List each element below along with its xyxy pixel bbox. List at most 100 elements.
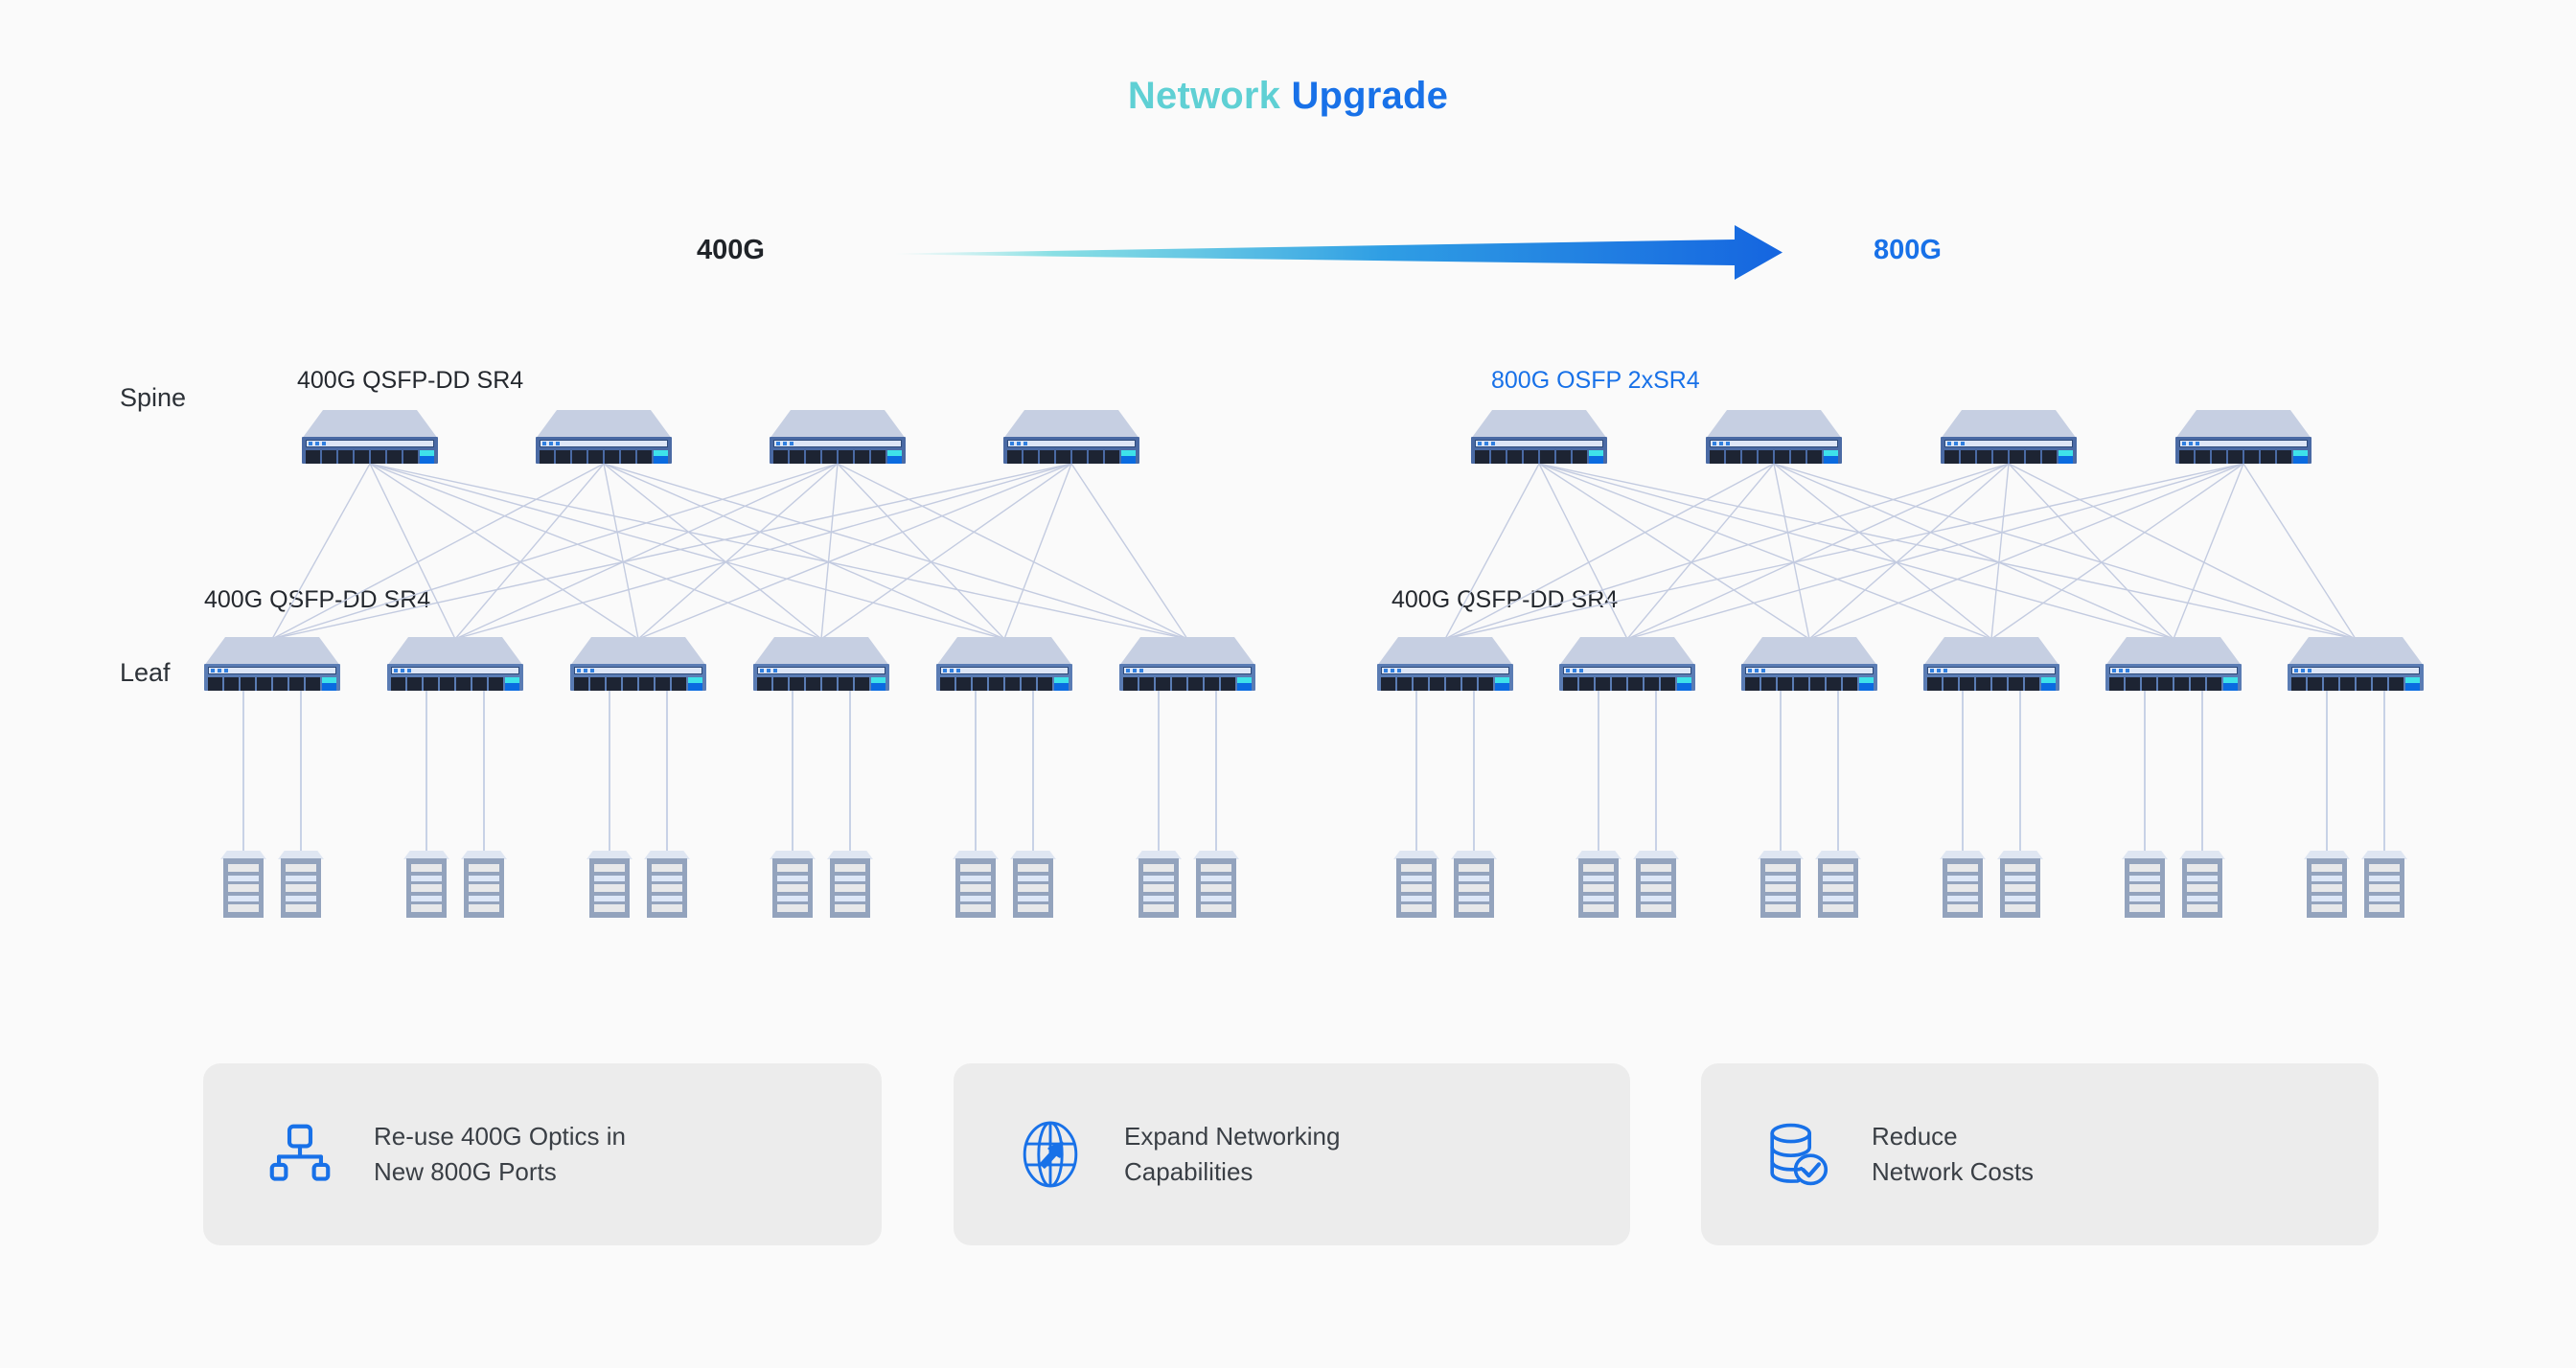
rack-unit xyxy=(835,895,865,901)
server-rack[interactable] xyxy=(2361,851,2407,918)
server-rack[interactable] xyxy=(278,851,324,918)
rack-unit xyxy=(777,904,808,912)
benefit-card-expand-networking[interactable]: Expand Networking Capabilities xyxy=(954,1063,1630,1245)
switch-led-indicators xyxy=(1566,669,1583,673)
server-rack[interactable] xyxy=(461,851,507,918)
rack-unit xyxy=(1143,895,1174,901)
server-rack[interactable] xyxy=(770,851,816,918)
server-rack[interactable] xyxy=(1010,851,1056,918)
switch-port-row-lower xyxy=(1007,456,1136,464)
server-rack[interactable] xyxy=(220,851,266,918)
server-rack[interactable] xyxy=(1758,851,1804,918)
switch-led-indicators xyxy=(760,669,777,673)
leaf-switch[interactable] xyxy=(1559,637,1695,691)
spine-switch[interactable] xyxy=(536,410,672,464)
fabric-link xyxy=(1538,463,2174,640)
server-rack[interactable] xyxy=(1997,851,2043,918)
spine-switch[interactable] xyxy=(302,410,438,464)
rack-unit xyxy=(1459,895,1489,901)
server-rack[interactable] xyxy=(403,851,449,918)
server-rack[interactable] xyxy=(1815,851,1861,918)
switch-led-indicators xyxy=(1713,442,1730,445)
rack-unit xyxy=(1641,884,1671,892)
rack-top-cap xyxy=(1193,851,1239,859)
spine-switch[interactable] xyxy=(1471,410,1607,464)
server-rack[interactable] xyxy=(2304,851,2350,918)
switch-port-row-lower xyxy=(2109,683,2238,691)
leaf-switch[interactable] xyxy=(1923,637,2059,691)
spine-switch[interactable] xyxy=(1706,410,1842,464)
benefit-card-reduce-costs[interactable]: Reduce Network Costs xyxy=(1701,1063,2379,1245)
switch-port-row xyxy=(208,677,336,688)
rack-unit xyxy=(777,884,808,892)
server-rack[interactable] xyxy=(827,851,873,918)
switch-top-face xyxy=(2105,637,2242,666)
leaf-switch[interactable] xyxy=(570,637,706,691)
spine-switch[interactable] xyxy=(1003,410,1139,464)
leaf-switch[interactable] xyxy=(2288,637,2424,691)
leaf-switch[interactable] xyxy=(1741,637,1877,691)
switch-port-row-lower xyxy=(1944,456,2073,464)
leaf-switch[interactable] xyxy=(1377,637,1513,691)
left-leaf-optic-label: 400G QSFP-DD SR4 xyxy=(204,586,431,613)
spine-switch[interactable] xyxy=(770,410,906,464)
rack-unit xyxy=(228,884,259,892)
rack-unit xyxy=(1765,884,1796,892)
server-rack[interactable] xyxy=(953,851,999,918)
rack-unit xyxy=(2369,864,2400,872)
benefit-card-reuse-optics[interactable]: Re-use 400G Optics in New 800G Ports xyxy=(203,1063,882,1245)
rack-unit xyxy=(2005,864,2036,872)
switch-top-face xyxy=(1923,637,2059,666)
switch-top-face xyxy=(1003,410,1139,439)
rack-body xyxy=(1943,858,1983,918)
fabric-link xyxy=(820,463,839,640)
rack-unit xyxy=(2005,875,2036,881)
rack-top-cap xyxy=(1451,851,1497,859)
server-rack[interactable] xyxy=(1940,851,1986,918)
rack-unit xyxy=(1765,864,1796,872)
rack-unit xyxy=(2005,904,2036,912)
rack-unit xyxy=(1018,884,1048,892)
switch-port-row xyxy=(2179,450,2308,461)
rack-unit xyxy=(2312,884,2342,892)
rack-unit xyxy=(469,884,499,892)
server-rack[interactable] xyxy=(2122,851,2168,918)
switch-led-indicators xyxy=(943,669,960,673)
rack-unit xyxy=(652,884,682,892)
leaf-switch[interactable] xyxy=(2105,637,2242,691)
server-rack[interactable] xyxy=(1136,851,1182,918)
leaf-switch[interactable] xyxy=(1119,637,1255,691)
rack-top-cap xyxy=(1136,851,1182,859)
rack-top-cap xyxy=(1997,851,2043,859)
server-rack[interactable] xyxy=(2179,851,2225,918)
server-rack[interactable] xyxy=(1576,851,1622,918)
switch-port-row xyxy=(1007,450,1136,461)
server-rack[interactable] xyxy=(644,851,690,918)
server-rack[interactable] xyxy=(1633,851,1679,918)
rack-unit xyxy=(286,884,316,892)
switch-status-bar xyxy=(1007,440,1136,447)
leaf-switch[interactable] xyxy=(204,637,340,691)
server-rack[interactable] xyxy=(1193,851,1239,918)
rack-unit xyxy=(1823,875,1853,881)
switch-port-row xyxy=(1944,450,2073,461)
rack-unit xyxy=(1201,864,1231,872)
switch-port-row-lower xyxy=(1927,683,2056,691)
rack-unit xyxy=(228,864,259,872)
server-rack[interactable] xyxy=(1393,851,1439,918)
spine-switch[interactable] xyxy=(1941,410,2077,464)
leaf-switch[interactable] xyxy=(387,637,523,691)
leaf-switch[interactable] xyxy=(753,637,889,691)
switch-port-row-lower xyxy=(2291,683,2420,691)
rack-unit xyxy=(652,895,682,901)
spine-switch[interactable] xyxy=(2175,410,2312,464)
switch-port-row-lower xyxy=(1563,683,1691,691)
leaf-switch[interactable] xyxy=(936,637,1072,691)
switch-status-bar xyxy=(1475,440,1603,447)
server-rack[interactable] xyxy=(1451,851,1497,918)
server-rack[interactable] xyxy=(586,851,632,918)
switch-status-bar xyxy=(391,667,519,674)
rack-unit xyxy=(1018,895,1048,901)
right-spine-optic-label: 800G OSFP 2xSR4 xyxy=(1491,367,1700,394)
switch-led-indicators xyxy=(2182,442,2199,445)
